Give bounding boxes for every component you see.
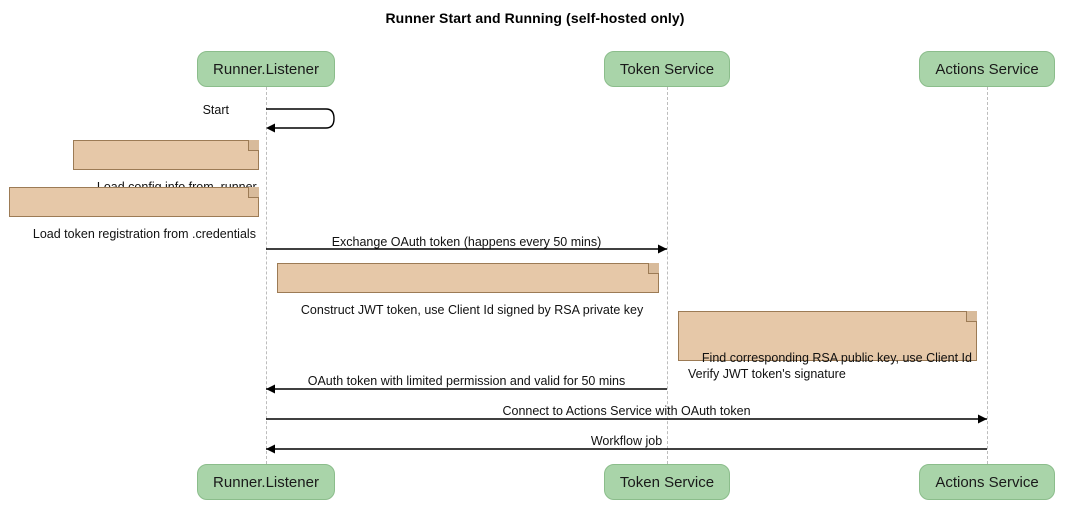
note-load-config: Load config info from .runner [73,140,259,194]
message-text: Start [202,103,229,117]
message-text: OAuth token with limited permission and … [307,374,626,388]
note-construct-jwt: Construct JWT token, use Client Id signe… [277,263,659,317]
message-text: Workflow job [590,434,663,448]
note-fold-icon [648,263,659,274]
participant-label: Actions Service [935,60,1039,78]
note-text: Load token registration from .credential… [32,227,256,241]
participant-label: Token Service [619,60,715,78]
page-title: Runner Start and Running (self-hosted on… [385,10,685,26]
note-verify-jwt: Find corresponding RSA public key, use C… [678,311,977,381]
participant-token-top[interactable]: Token Service [604,51,730,87]
participant-label: Runner.Listener [213,473,319,491]
participant-label: Actions Service [935,473,1039,491]
note-load-token-registration: Load token registration from .credential… [9,187,259,241]
message-text: Connect to Actions Service with OAuth to… [502,404,751,418]
note-text: Construct JWT token, use Client Id signe… [300,303,644,317]
lifeline-runner [266,87,267,464]
message-label-workflow-job: Workflow job [266,434,987,448]
participant-label: Token Service [619,473,715,491]
participant-label: Runner.Listener [213,60,319,78]
participant-token-bottom[interactable]: Token Service [604,464,730,500]
message-text: Exchange OAuth token (happens every 50 m… [331,235,602,249]
participant-actions-bottom[interactable]: Actions Service [919,464,1055,500]
message-label-oauth-reply: OAuth token with limited permission and … [266,374,667,388]
note-fold-icon [248,187,259,198]
participant-actions-top[interactable]: Actions Service [919,51,1055,87]
note-fold-icon [966,311,977,322]
note-fold-icon [248,140,259,151]
participant-runner-bottom[interactable]: Runner.Listener [197,464,335,500]
message-label-start: Start [169,103,229,117]
participant-runner-top[interactable]: Runner.Listener [197,51,335,87]
note-text: Find corresponding RSA public key, use C… [688,351,972,381]
message-label-connect-actions: Connect to Actions Service with OAuth to… [266,404,987,418]
lifeline-actions [987,87,988,464]
message-label-exchange-oauth: Exchange OAuth token (happens every 50 m… [266,235,667,249]
lifeline-token [667,87,668,464]
